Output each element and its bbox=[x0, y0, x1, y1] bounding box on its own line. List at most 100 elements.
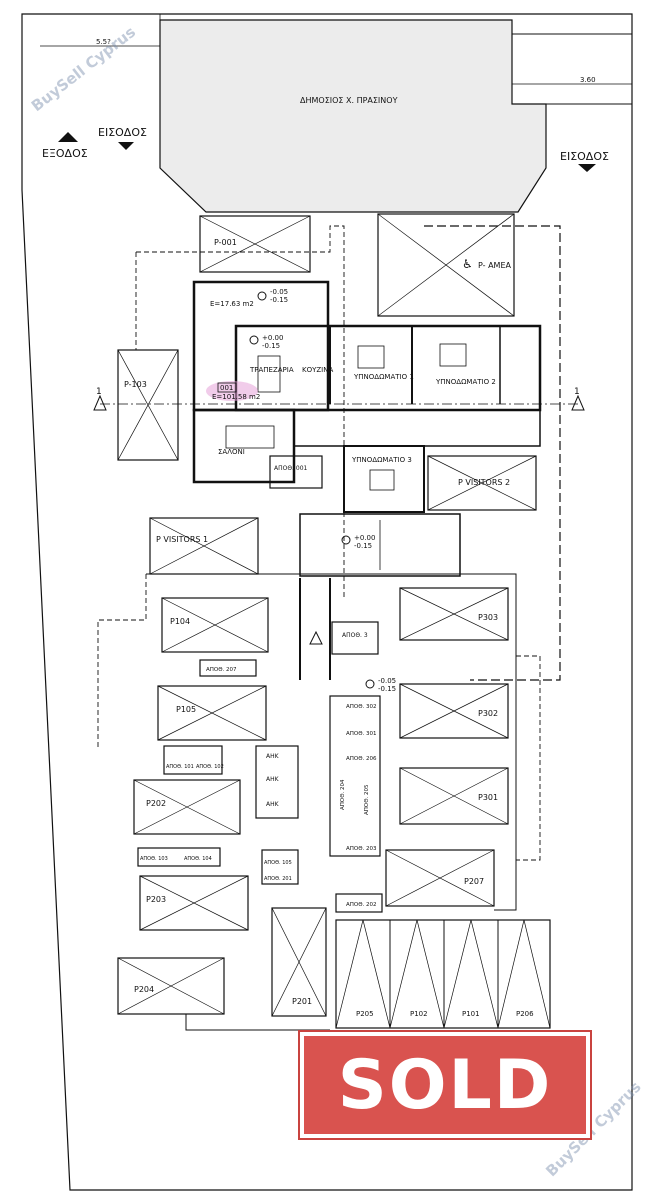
elev-b2: -0.15 bbox=[262, 342, 280, 350]
bed-icon bbox=[439, 343, 467, 367]
dining-label: ΤΡΑΠΕΖΑΡΙΑ bbox=[249, 366, 294, 374]
visitors1-label: P VISITORS 1 bbox=[156, 535, 208, 544]
section-mark-left: 1 bbox=[96, 387, 102, 397]
bed-icon bbox=[357, 345, 385, 369]
unit-highlight bbox=[206, 381, 258, 401]
entrance-label-right: ΕΙΣΟΔΟΣ bbox=[560, 150, 609, 163]
apo207-label: ΑΠΟΘ. 207 bbox=[206, 667, 237, 673]
p104-label: P104 bbox=[170, 617, 190, 626]
bedroom3-label: ΥΠΝΟΔΩΜΑΤΙΟ 3 bbox=[351, 456, 412, 464]
basement-outline bbox=[146, 573, 517, 911]
exit-arrow-icon bbox=[58, 132, 78, 142]
apo204-label: ΑΠΟΘ. 204 bbox=[340, 779, 346, 810]
wheelchair-icon: ♿ bbox=[462, 257, 473, 271]
bed-icon bbox=[369, 469, 395, 491]
parking-p105 bbox=[157, 685, 267, 741]
parking-p201 bbox=[271, 907, 327, 1017]
parking-p301 bbox=[399, 767, 509, 825]
elev-c2: -0.15 bbox=[354, 542, 372, 550]
level-mark-icon bbox=[257, 291, 267, 301]
p204-label: P204 bbox=[134, 985, 154, 994]
storage-103-104 bbox=[137, 847, 221, 867]
living-label: ΣΑΛΟΝΙ bbox=[218, 448, 245, 456]
dashed-outline bbox=[424, 225, 561, 681]
apo3-label: ΑΠΟΘ. 3 bbox=[342, 632, 368, 639]
elev-d1: -0.05 bbox=[378, 677, 396, 685]
parking-p207 bbox=[385, 849, 495, 907]
p102-label: P102 bbox=[410, 1010, 428, 1018]
parking-cross bbox=[271, 907, 327, 1017]
section-arrow-icon bbox=[571, 394, 585, 411]
storage-202 bbox=[335, 893, 383, 913]
public-green-label: ΔΗΜΟΣΙΟΣ Χ. ΠΡΑΣΙΝΟΥ bbox=[300, 96, 398, 105]
apo103-label: ΑΠΟΘ. 103 bbox=[140, 856, 168, 862]
up-arrow-icon bbox=[309, 630, 323, 645]
amea-label: P- ΑΜΕΑ bbox=[478, 261, 512, 270]
elev-d2: -0.15 bbox=[378, 685, 396, 693]
apo301-label: ΑΠΟΘ. 301 bbox=[346, 731, 377, 737]
p201-label: P201 bbox=[292, 997, 312, 1006]
dashed-outline bbox=[136, 225, 345, 600]
parking-visitors2 bbox=[427, 455, 537, 511]
bedroom1-label: ΥΠΝΟΔΩΜΑΤΙΟ 1 bbox=[353, 373, 414, 381]
parking-p203 bbox=[139, 875, 249, 931]
sofa-icon bbox=[225, 425, 275, 449]
parking-cross bbox=[133, 779, 241, 835]
apo101-label: ΑΠΟΘ. 101 bbox=[166, 764, 194, 770]
apo206-label: ΑΠΟΘ. 206 bbox=[346, 756, 377, 762]
elev-a1: -0.05 bbox=[270, 288, 288, 296]
veranda-area: E=17.63 m2 bbox=[210, 300, 254, 308]
corner-block bbox=[511, 33, 633, 105]
elev-b1: +0.00 bbox=[262, 334, 283, 342]
p101-label: P101 bbox=[462, 1010, 480, 1018]
public-green-area bbox=[159, 19, 547, 213]
dim-left: 5.5? bbox=[96, 38, 111, 46]
parking-amea bbox=[377, 213, 515, 317]
apo001-label: ΑΠΟΘ. 001 bbox=[274, 465, 308, 472]
sold-banner: SOLD bbox=[298, 1030, 592, 1140]
p205-label: P205 bbox=[356, 1010, 374, 1018]
storage-101-102 bbox=[163, 745, 223, 775]
parking-p001 bbox=[199, 215, 311, 273]
p206-label: P206 bbox=[516, 1010, 534, 1018]
apo102-label: ΑΠΟΘ. 102 bbox=[196, 764, 224, 770]
sold-text: SOLD bbox=[337, 1045, 553, 1125]
kitchen-label: ΚΟΥΖΙΝΑ bbox=[302, 366, 333, 374]
p105-label: P105 bbox=[176, 705, 196, 714]
bottom-bays bbox=[335, 919, 551, 1029]
parking-cross bbox=[377, 213, 515, 317]
section-arrow-icon bbox=[93, 394, 107, 411]
parking-p204 bbox=[117, 957, 225, 1015]
parking-cross bbox=[399, 767, 509, 825]
level-mark-icon bbox=[365, 679, 375, 689]
entrance-arrow-icon bbox=[118, 142, 134, 150]
apo201-label: ΑΠΟΘ. 201 bbox=[264, 876, 292, 882]
parking-p104 bbox=[161, 597, 269, 653]
elev-a2: -0.15 bbox=[270, 296, 288, 304]
parking-p202 bbox=[133, 779, 241, 835]
bedroom2-label: ΥΠΝΟΔΩΜΑΤΙΟ 2 bbox=[435, 378, 496, 386]
storage-207 bbox=[199, 659, 257, 677]
level-mark-icon bbox=[341, 535, 351, 545]
p301-label: P301 bbox=[478, 793, 498, 802]
unit-number: 001 bbox=[220, 384, 233, 392]
p203-label: P203 bbox=[146, 895, 166, 904]
p302-label: P302 bbox=[478, 709, 498, 718]
bedroom3-wall bbox=[343, 445, 425, 513]
parking-cross bbox=[139, 875, 249, 931]
unit-number-box bbox=[217, 382, 237, 393]
p303-label: P303 bbox=[478, 613, 498, 622]
parking-p303 bbox=[399, 587, 509, 641]
exit-label: ΕΞΟΔΟΣ bbox=[42, 147, 88, 160]
dashed-outline bbox=[97, 574, 147, 750]
entrance-arrow-icon bbox=[578, 164, 596, 172]
plot-boundary bbox=[21, 13, 633, 1191]
entrance-label-left: ΕΙΣΟΔΟΣ bbox=[98, 126, 147, 139]
bay-cross bbox=[335, 919, 551, 1029]
parking-cross bbox=[399, 587, 509, 641]
parking-p302 bbox=[399, 683, 509, 739]
apo105-label: ΑΠΟΘ. 105 bbox=[264, 860, 292, 866]
section-mark-right: 1 bbox=[574, 387, 580, 397]
p001-label: P-001 bbox=[214, 238, 237, 247]
